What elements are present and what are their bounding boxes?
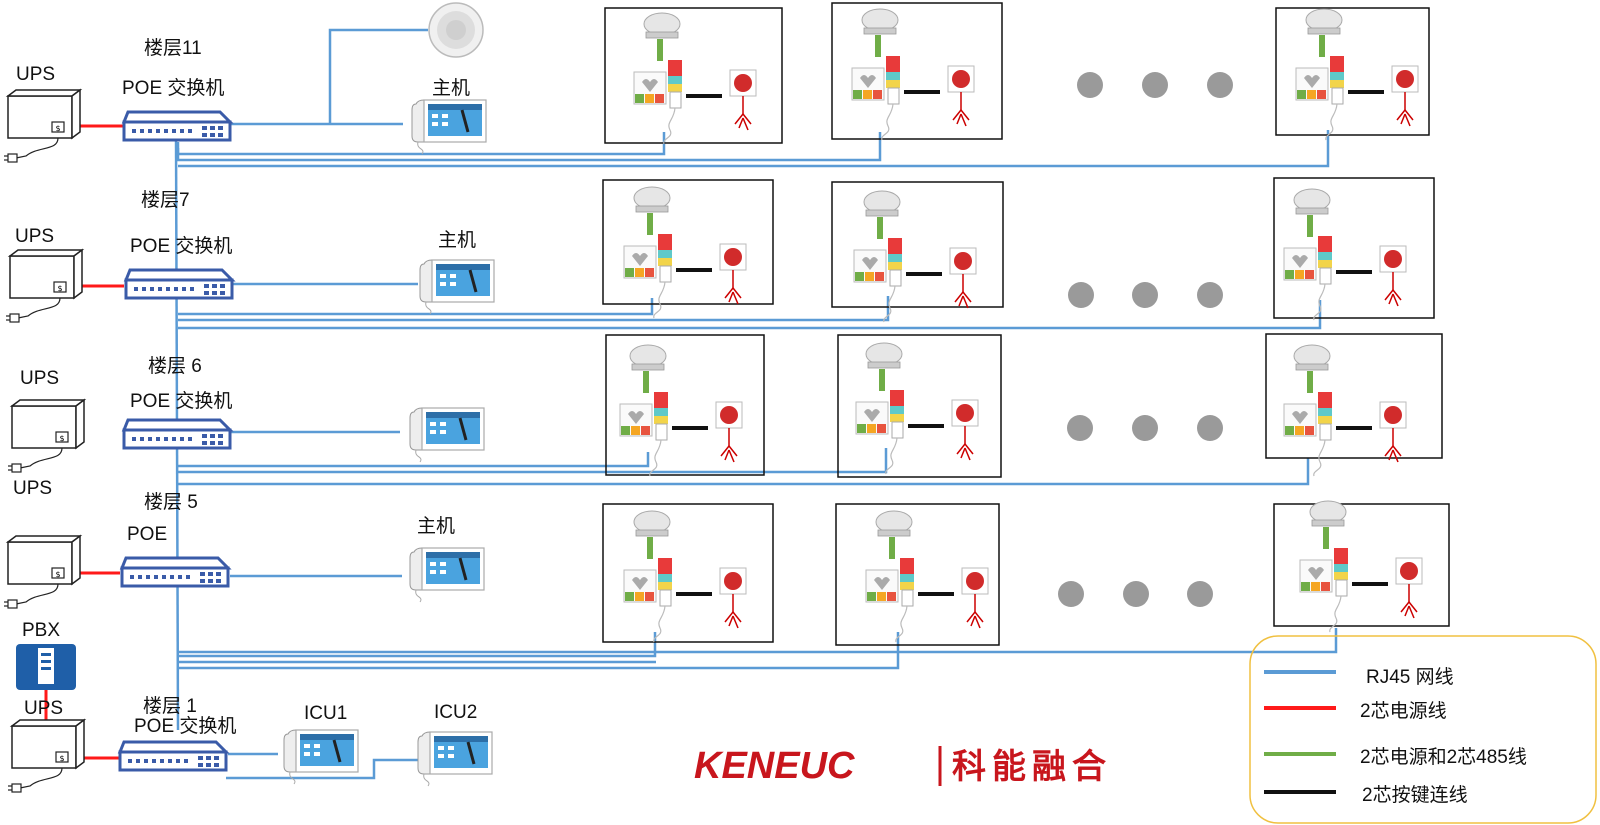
legend-power-label: 2芯电源线 bbox=[1360, 700, 1447, 722]
ward-boxes bbox=[602, 2, 1450, 646]
legend-rj45-label: RJ45 网线 bbox=[1366, 666, 1454, 688]
ward-unit bbox=[633, 12, 757, 145]
logo-chinese: 科能融合 bbox=[952, 747, 1112, 787]
icu1-phone bbox=[282, 728, 360, 786]
ward-unit bbox=[623, 510, 747, 643]
icu1-label: ICU1 bbox=[304, 703, 347, 724]
ups-label: UPS bbox=[24, 698, 63, 719]
floor-label: 楼层 5 bbox=[144, 491, 198, 513]
switch-label: POE 交换机 bbox=[122, 77, 224, 99]
poe-switch-floor-11 bbox=[122, 110, 232, 142]
logo-english: KENEUC bbox=[694, 745, 855, 787]
ups-floor-7 bbox=[5, 249, 83, 323]
ward-unit bbox=[1283, 188, 1407, 321]
ups-floor-6 bbox=[7, 399, 85, 473]
ward-unit bbox=[1283, 344, 1407, 477]
ceiling-speaker-icon bbox=[428, 2, 484, 58]
ups-floor-1 bbox=[7, 719, 85, 793]
host-label: 主机 bbox=[438, 229, 476, 251]
floor-label: 楼层 1 bbox=[143, 695, 197, 717]
host-phone-floor-6 bbox=[408, 406, 486, 464]
legend-button-label: 2芯按键连线 bbox=[1362, 784, 1468, 806]
ward-unit bbox=[619, 344, 743, 477]
host-phone-floor-5 bbox=[408, 546, 486, 604]
ups-label: UPS bbox=[15, 226, 54, 247]
host-label: 主机 bbox=[432, 77, 470, 99]
ward-unit bbox=[851, 8, 975, 141]
rj45-lines bbox=[174, 28, 1338, 780]
switch-label: POE 交换机 bbox=[134, 715, 236, 737]
ups-label: UPS bbox=[16, 64, 55, 85]
host-phone-floor-11 bbox=[410, 98, 488, 156]
icu2-phone bbox=[416, 730, 494, 788]
floor-label: 楼层7 bbox=[141, 189, 190, 211]
ward-unit bbox=[1299, 500, 1423, 633]
host-phone-floor-7 bbox=[418, 258, 496, 316]
legend-power485-label: 2芯电源和2芯485线 bbox=[1360, 746, 1527, 768]
legend: RJ45 网线 2芯电源线 2芯电源和2芯485线 2芯按键连线 bbox=[1249, 635, 1597, 824]
ward-unit bbox=[853, 190, 977, 323]
ward-unit bbox=[623, 186, 747, 319]
ups-label-secondary: UPS bbox=[13, 478, 52, 499]
ups-floor-5 bbox=[3, 535, 81, 609]
switch-label: POE 交换机 bbox=[130, 390, 232, 412]
labels: 楼层11 UPS POE 交换机 主机 楼层7 UPS POE 交换机 主机 楼… bbox=[13, 37, 477, 737]
floor-label: 楼层 6 bbox=[148, 355, 202, 377]
host-label: 主机 bbox=[417, 515, 455, 537]
poe-switch-floor-1 bbox=[118, 740, 228, 772]
ups-floor-11 bbox=[3, 89, 81, 163]
floor-label: 楼层11 bbox=[144, 37, 202, 59]
icu2-label: ICU2 bbox=[434, 702, 477, 723]
switch-label: POE 交换机 bbox=[130, 235, 232, 257]
poe-switch-floor-5 bbox=[120, 556, 230, 588]
keneuc-logo: KENEUC 科能融合 bbox=[694, 745, 1112, 787]
switch-label: POE bbox=[127, 524, 167, 545]
power-lines bbox=[44, 124, 124, 760]
ward-unit bbox=[865, 510, 989, 643]
ward-unit bbox=[1295, 8, 1419, 141]
pbx-label: PBX bbox=[22, 620, 60, 641]
poe-switch-floor-7 bbox=[124, 268, 234, 300]
ellipsis-dots bbox=[1058, 72, 1233, 607]
poe-switch-floor-6 bbox=[122, 418, 232, 450]
ups-label: UPS bbox=[20, 368, 59, 389]
ward-unit bbox=[855, 342, 979, 475]
pbx-icon bbox=[16, 644, 76, 690]
